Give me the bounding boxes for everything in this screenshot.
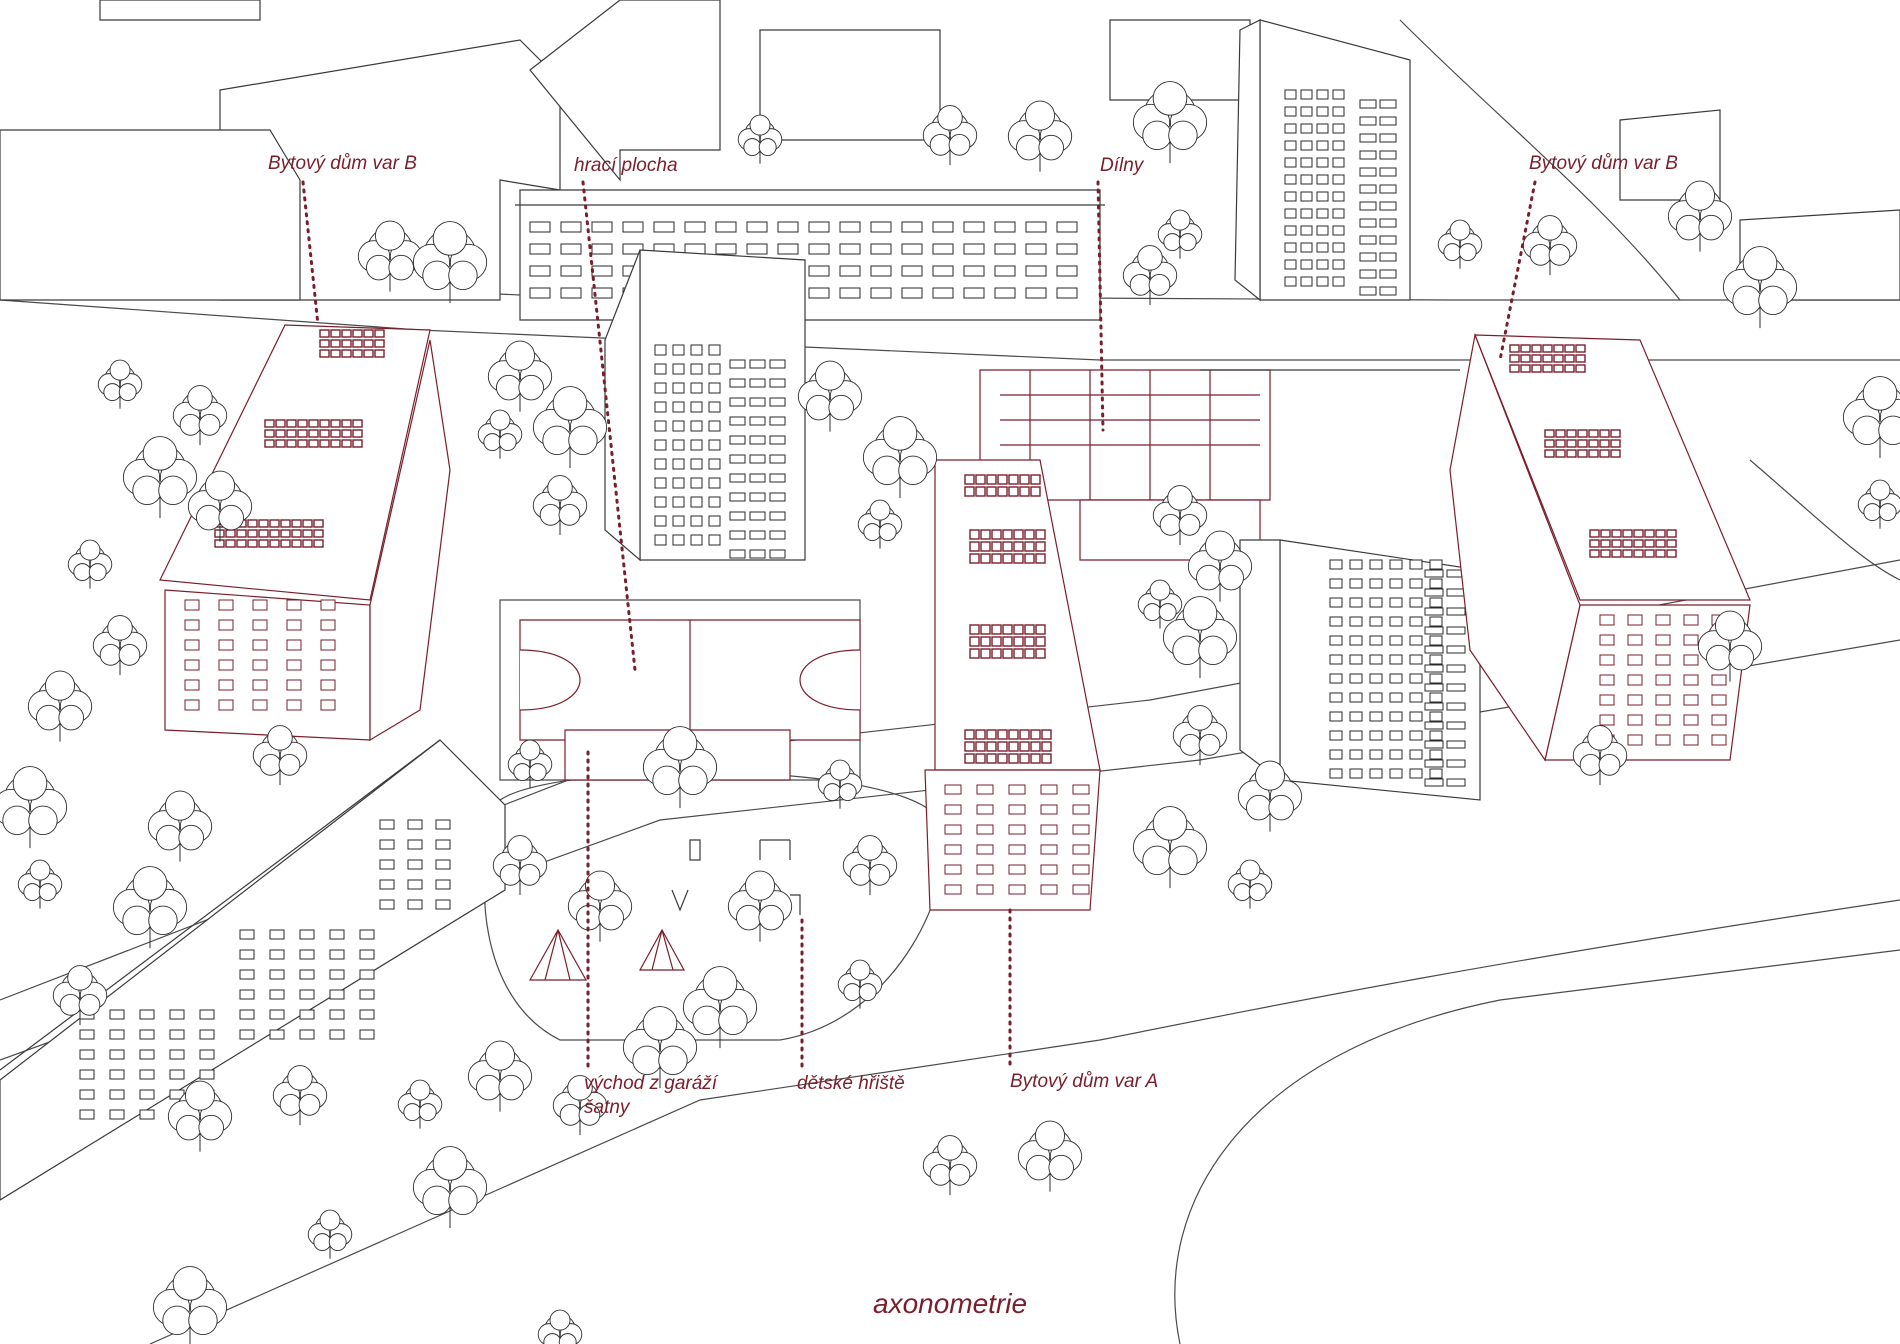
tree-icon [152, 1266, 228, 1344]
tree-icon [857, 499, 903, 549]
tree-icon [0, 766, 68, 849]
label-play-area: hrací plocha [574, 155, 678, 176]
tree-icon [97, 359, 143, 409]
tree-icon [1227, 859, 1273, 909]
tree-icon [412, 221, 488, 304]
tree-icon [797, 360, 863, 432]
tree-icon [1187, 530, 1253, 602]
tree-icon [477, 409, 523, 459]
tree-icon [862, 416, 938, 499]
tree-icon [1162, 596, 1238, 679]
tree-icon [172, 385, 228, 446]
tree-icon [622, 1006, 698, 1089]
tree-icon [1522, 215, 1578, 276]
tree-icon [1132, 806, 1208, 889]
building-slab-north [515, 189, 1105, 321]
tree-icon [187, 470, 253, 542]
tree-icon [1437, 219, 1483, 269]
tree-icon [27, 670, 93, 742]
building-tower-centre [604, 249, 806, 562]
tree-icon [252, 725, 308, 786]
tree-icon [112, 866, 188, 949]
building-tower-east [1239, 539, 1481, 801]
tree-icon [737, 114, 783, 164]
context-buildings [0, 0, 1900, 301]
building-var-b-west [159, 324, 451, 742]
tree-icon [1697, 610, 1763, 682]
tree-icon [122, 436, 198, 519]
tree-icon [922, 1135, 978, 1196]
tree-icon [1722, 246, 1798, 329]
tree-icon [1572, 725, 1628, 786]
tree-icon [642, 726, 718, 809]
tree-icon [1157, 209, 1203, 259]
label-building-var-b-east: Bytový dům var B [1529, 153, 1678, 174]
playground [528, 839, 801, 981]
tree-icon [92, 615, 148, 676]
tree-icon [17, 859, 63, 909]
tree-icon [537, 1309, 583, 1344]
label-workshops: Dílny [1100, 155, 1144, 176]
tree-icon [412, 1146, 488, 1229]
tree-icon [1857, 479, 1900, 529]
tree-icon [567, 870, 633, 942]
tree-icon [922, 105, 978, 166]
tree-icon [507, 739, 553, 789]
label-playground: dětské hřiště [797, 1073, 905, 1094]
tree-icon [167, 1080, 233, 1152]
label-building-var-b-west: Bytový dům var B [268, 153, 417, 174]
tree-icon [682, 966, 758, 1049]
tree-icon [837, 959, 883, 1009]
trees [0, 81, 1900, 1344]
tree-icon [397, 1079, 443, 1129]
tree-icon [492, 835, 548, 896]
tree-icon [1017, 1120, 1083, 1192]
tree-icon [357, 220, 423, 292]
tree-icon [272, 1065, 328, 1126]
tree-icon [1172, 705, 1228, 766]
tree-icon [817, 759, 863, 809]
tree-icon [467, 1040, 533, 1112]
tree-icon [147, 790, 213, 862]
tree-icon [1122, 245, 1178, 306]
drawing-caption: axonometrie [873, 1288, 1028, 1319]
building-var-a [924, 459, 1101, 911]
label-changing-rooms: šatny [584, 1097, 630, 1118]
building-var-b-east [1449, 332, 1751, 762]
tree-icon [1152, 485, 1208, 546]
tree-icon [842, 835, 898, 896]
tree-icon [1237, 760, 1303, 832]
tree-icon [1137, 579, 1183, 629]
label-leader-lines [301, 180, 1537, 1072]
building-tower-northeast [1234, 19, 1411, 302]
tree-icon [487, 340, 553, 412]
tree-icon [52, 965, 108, 1026]
tree-icon [552, 1075, 608, 1136]
tree-icon [532, 475, 588, 536]
tree-icon [727, 870, 793, 942]
label-building-var-a: Bytový dům var A [1010, 1071, 1159, 1092]
tree-icon [1667, 180, 1733, 252]
tree-icon [307, 1209, 353, 1259]
label-garage-exit: východ z garáží [584, 1073, 718, 1094]
tree-icon [67, 539, 113, 589]
tree-icon [1842, 376, 1900, 459]
tree-icon [1007, 100, 1073, 172]
tree-icon [532, 386, 608, 469]
tree-icon [1132, 81, 1208, 164]
